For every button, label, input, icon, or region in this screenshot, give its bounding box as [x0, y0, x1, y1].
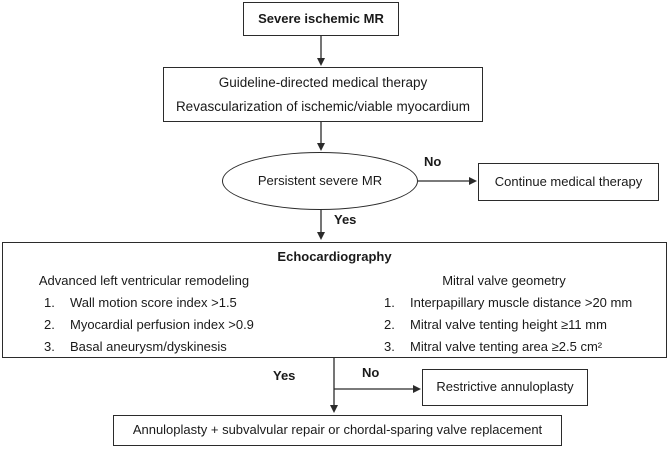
node-echocardiography: Echocardiography Advanced left ventricul… [2, 242, 667, 358]
arrow-severe-to-gdmt [317, 36, 325, 66]
echo-right-item: 1. Interpapillary muscle distance >20 mm [384, 295, 632, 311]
item-text: Mitral valve tenting height ≥11 mm [410, 317, 607, 332]
echo-left-item: 1. Wall motion score index >1.5 [44, 295, 237, 311]
item-number: 1. [384, 295, 395, 310]
edge-label-no-top: No [424, 154, 442, 169]
echo-right-item: 2. Mitral valve tenting height ≥11 mm [384, 317, 607, 333]
node-continue-medical-therapy: Continue medical therapy [478, 163, 659, 201]
edge-label-yes-top: Yes [334, 212, 357, 227]
echo-left-item: 2. Myocardial perfusion index >0.9 [44, 317, 254, 333]
edge-label-no-bottom: No [362, 365, 380, 380]
arrow-echo-to-final [330, 358, 338, 413]
item-text: Mitral valve tenting area ≥2.5 cm² [410, 339, 603, 354]
arrow-no-to-continue [418, 177, 477, 185]
item-number: 1. [44, 295, 55, 310]
echo-left-item: 3. Basal aneurysm/dyskinesis [44, 339, 227, 355]
item-number: 3. [44, 339, 55, 354]
item-text: Wall motion score index >1.5 [70, 295, 237, 310]
arrow-yes-to-echo [317, 210, 325, 240]
echo-right-heading: Mitral valve geometry [442, 273, 566, 288]
arrow-gdmt-to-persistent [317, 122, 325, 151]
item-number: 3. [384, 339, 395, 354]
medical-therapy-line2: Revascularization of ischemic/viable myo… [175, 98, 471, 114]
echo-right-item: 3. Mitral valve tenting area ≥2.5 cm² [384, 339, 602, 355]
arrow-no-to-restrictive [334, 385, 421, 393]
node-restrictive-annuloplasty: Restrictive annuloplasty [422, 369, 588, 406]
item-number: 2. [384, 317, 395, 332]
echo-title: Echocardiography [277, 249, 392, 264]
item-text: Interpapillary muscle distance >20 mm [410, 295, 633, 310]
node-severe-ischemic-mr: Severe ischemic MR [243, 2, 399, 36]
item-text: Myocardial perfusion index >0.9 [70, 317, 254, 332]
echo-left-heading: Advanced left ventricular remodeling [38, 273, 250, 288]
node-persistent-severe-mr: Persistent severe MR [222, 152, 418, 210]
node-final-surgery: Annuloplasty + subvalvular repair or cho… [113, 415, 562, 446]
node-medical-therapy: Guideline-directed medical therapy Revas… [163, 67, 483, 122]
item-number: 2. [44, 317, 55, 332]
item-text: Basal aneurysm/dyskinesis [70, 339, 227, 354]
edge-label-yes-bottom: Yes [273, 368, 296, 383]
medical-therapy-line1: Guideline-directed medical therapy [218, 74, 428, 90]
